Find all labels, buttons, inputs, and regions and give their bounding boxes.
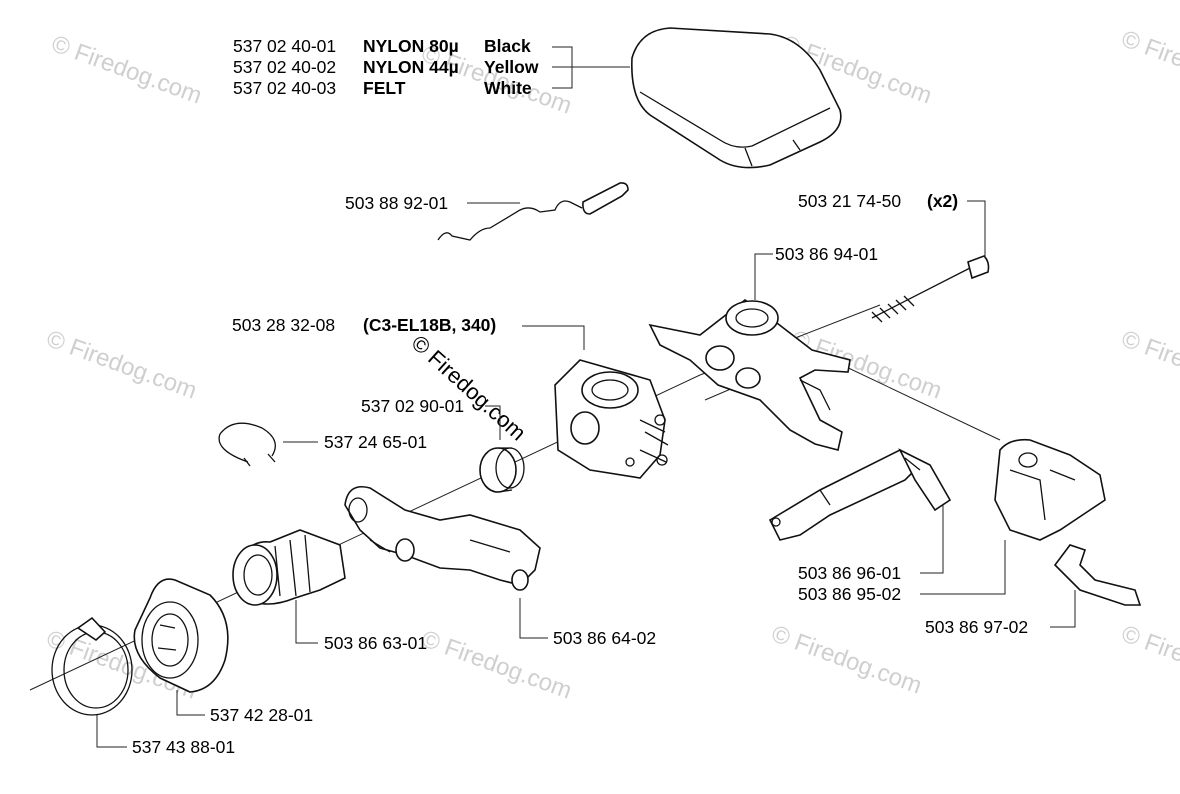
watermark: © Firedog.com: [43, 325, 200, 404]
label-bolt: 503 21 74-50: [798, 191, 901, 211]
filter-color: White: [484, 78, 532, 98]
label-throttle-rod: 503 86 96-01: [798, 563, 901, 583]
filter-row: 537 02 40-03 FELT White: [233, 78, 532, 98]
clamp-part: [51, 616, 133, 716]
label-sleeve: 537 02 90-01: [361, 396, 464, 416]
part-number: 537 02 40-01: [233, 36, 336, 56]
filter-material: FELT: [363, 78, 406, 98]
watermark-center: © Firedog.com: [407, 330, 531, 445]
carb-holder-part: [344, 486, 541, 591]
label-intake-funnel: 537 42 28-01: [210, 705, 313, 725]
intake-funnel-part: [133, 578, 229, 693]
intake-manifold-part: [648, 299, 851, 451]
throttle-rod-part: [768, 448, 952, 541]
circlip-part: [218, 422, 276, 467]
label-spring-plate: 503 86 97-02: [925, 617, 1028, 637]
sleeve-part: [479, 447, 525, 493]
part-number: 537 02 40-03: [233, 78, 336, 98]
wire-part: [437, 182, 629, 241]
spring-plate-part: [1053, 544, 1142, 606]
label-intake-manifold: 503 86 94-01: [775, 244, 878, 264]
filter-row: 537 02 40-01 NYLON 80µ Black: [233, 36, 531, 56]
filter-material: NYLON 80µ: [363, 36, 459, 56]
watermark: © Firedog.com: [48, 30, 205, 109]
watermark: © Firedog.com: [1118, 325, 1180, 404]
boot-part: [232, 529, 346, 606]
filter-header: 537 02 40-01 NYLON 80µ Black 537 02 40-0…: [233, 36, 630, 98]
label-clamp: 537 43 88-01: [132, 737, 235, 757]
watermark: © Firedog.com: [768, 620, 925, 699]
bolt-part: [871, 255, 990, 323]
watermark: © Firedog.com: [1118, 25, 1180, 104]
carburetor-part: [554, 359, 669, 479]
watermark: © Firedog.com: [418, 625, 575, 704]
filter-color: Yellow: [484, 57, 539, 77]
filter-row: 537 02 40-02 NYLON 44µ Yellow: [233, 57, 539, 77]
part-number: 537 02 40-02: [233, 57, 336, 77]
air-filter-part: [631, 27, 842, 169]
watermark: © Firedog.com: [1118, 620, 1180, 699]
bracket-part: [994, 438, 1106, 541]
label-boot: 503 86 63-01: [324, 633, 427, 653]
label-carburetor: 503 28 32-08: [232, 315, 335, 335]
label-wire: 503 88 92-01: [345, 193, 448, 213]
filter-color: Black: [484, 36, 531, 56]
label-carburetor-variant: (C3-EL18B, 340): [363, 315, 496, 335]
label-bracket: 503 86 95-02: [798, 584, 901, 604]
label-carb-holder: 503 86 64-02: [553, 628, 656, 648]
label-bolt-qty: (x2): [927, 191, 958, 211]
label-circlip: 537 24 65-01: [324, 432, 427, 452]
filter-material: NYLON 44µ: [363, 57, 459, 77]
